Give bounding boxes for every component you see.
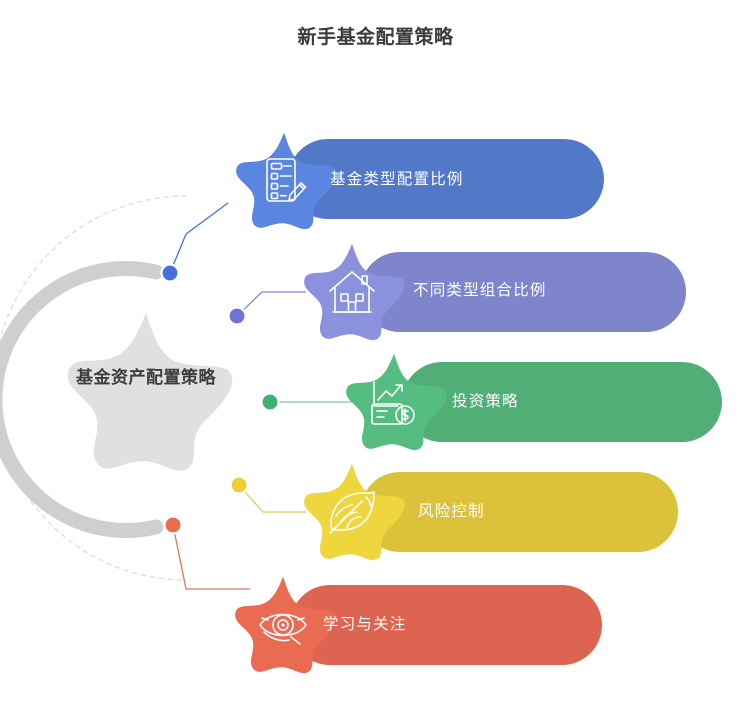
branch-2-dot[interactable]: [227, 306, 247, 326]
branch-5-pill[interactable]: [290, 585, 602, 665]
center-ring-arc: [0, 261, 164, 538]
connector-line-2: [236, 291, 306, 317]
branch-3-label: 投资策略: [452, 393, 519, 410]
branch-1-pill[interactable]: [288, 139, 604, 219]
branch-1-label: 基金类型配置比例: [330, 171, 464, 188]
growth-chart-dollar-icon: [371, 381, 415, 425]
branch-3-dot[interactable]: [260, 392, 280, 412]
connector-line-4: [238, 484, 306, 513]
branch-2-pill[interactable]: [360, 252, 686, 332]
branch-5-dot[interactable]: [163, 515, 183, 535]
dashed-outer-arc: [0, 195, 187, 581]
leaf-icon: [329, 491, 375, 534]
branch-4-label: 风险控制: [418, 503, 485, 520]
document-checklist-pen-icon: [266, 158, 307, 202]
eye-search-icon: [259, 613, 307, 645]
branch-2-label: 不同类型组合比例: [413, 282, 547, 299]
center-label: 基金资产配置策略: [76, 368, 216, 387]
page-title: 新手基金配置策略: [297, 27, 454, 48]
branch-5-label: 学习与关注: [323, 616, 407, 633]
connector-line-1: [169, 202, 229, 274]
branch-3-pill[interactable]: [402, 362, 722, 442]
house-icon: [329, 271, 375, 313]
branch-1-dot[interactable]: [160, 263, 180, 283]
branch-4-dot[interactable]: [229, 475, 249, 495]
connector-line-5: [172, 524, 250, 590]
branch-4-pill[interactable]: [360, 472, 678, 552]
